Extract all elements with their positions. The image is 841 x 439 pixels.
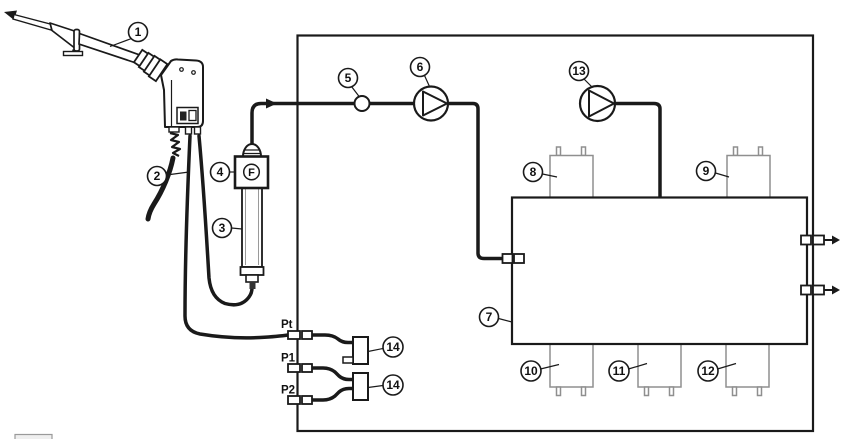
purge-pump-symbol [578,84,617,123]
svg-text:11: 11 [613,364,626,378]
sensor-cell-10 [549,343,594,397]
hose-to-pt-port [183,134,290,340]
sample-gas-line [250,101,662,261]
probe-tip-tube [12,13,53,31]
sensor-cell-12 [725,343,770,397]
svg-text:12: 12 [701,364,715,378]
gas-outlet-top [800,234,840,246]
probe-power-cable [145,155,176,222]
analyzer-inlet-coupling [501,253,525,264]
filter-head-housing [233,155,270,190]
gas-outlet-bottom [800,284,840,296]
callout-11: 11 [608,360,630,382]
flow-direction-arrow-icon [266,98,277,109]
svg-text:8: 8 [530,165,537,179]
sample-line-main [250,101,503,261]
pump-triangle-icon [588,89,615,118]
callout-3: 3 [211,217,233,239]
svg-text:7: 7 [486,310,493,324]
outlet-arrow-icon [832,235,840,245]
pressure-sensor-block-a [342,336,369,365]
port-label-p1: P1 [281,353,296,365]
callout-5: 5 [337,67,359,89]
purge-line [615,101,662,198]
callout-4: 4 [209,161,231,183]
hose-to-filter [197,134,254,307]
callout-7: 7 [478,306,500,328]
svg-text:2: 2 [154,169,161,183]
sensor-cell-9 [726,146,771,199]
filter-marking-circle [242,163,261,181]
pump-triangle-icon [422,90,448,117]
svg-text:5: 5 [345,71,352,85]
port-label-p2: P2 [281,385,295,397]
internal-pressure-tubing [312,333,353,402]
pressure-ports [287,330,313,405]
port-pt [287,330,313,340]
callout-2: 2 [146,165,168,187]
svg-text:13: 13 [572,64,586,78]
sampling-probe [4,10,204,157]
port-p2 [287,395,313,405]
cropped-page-element [14,433,53,439]
probe-hose-bundle [145,134,290,340]
sensor-cell-11 [637,343,682,397]
callout-6: 6 [409,56,431,78]
sensor-cell-8 [549,146,594,199]
port-label-pt: Pt [281,319,293,331]
cable-strain-relief [169,131,182,157]
filter-marking-label: F [248,167,255,179]
filter-inlet-nipple [249,282,256,289]
instrument-enclosure-outline [296,34,815,433]
filter-assembly: F [233,143,270,289]
port-p1 [287,363,313,373]
callout-bubbles: 1 2 3 4 5 6 7 8 [127,21,719,396]
callout-leaders [109,37,737,389]
gas-pump-symbol [412,85,450,122]
svg-text:14: 14 [386,340,400,354]
svg-text:9: 9 [703,164,710,178]
svg-text:10: 10 [524,364,538,378]
callout-1: 1 [127,21,149,43]
probe-cone [49,22,77,50]
svg-text:3: 3 [219,221,226,235]
callout-14a: 14 [382,336,404,358]
condensate-trap-symbol [353,95,371,112]
outlet-arrow-icon [832,285,840,295]
svg-text:6: 6 [417,60,424,74]
svg-text:1: 1 [135,25,142,39]
callout-13: 13 [568,60,590,82]
callout-10: 10 [520,360,542,382]
pressure-sensor-blocks [342,336,369,401]
analyzer-block-outline [510,196,809,346]
probe-mount-bracket [62,50,84,57]
callout-9: 9 [695,160,717,182]
svg-text:14: 14 [386,378,400,392]
probe-collar-rings [132,48,169,83]
svg-text:4: 4 [217,165,224,179]
callout-12: 12 [697,360,719,382]
callout-8: 8 [522,161,544,183]
pressure-sensor-block-b [352,372,369,401]
callout-14b: 14 [382,374,404,396]
